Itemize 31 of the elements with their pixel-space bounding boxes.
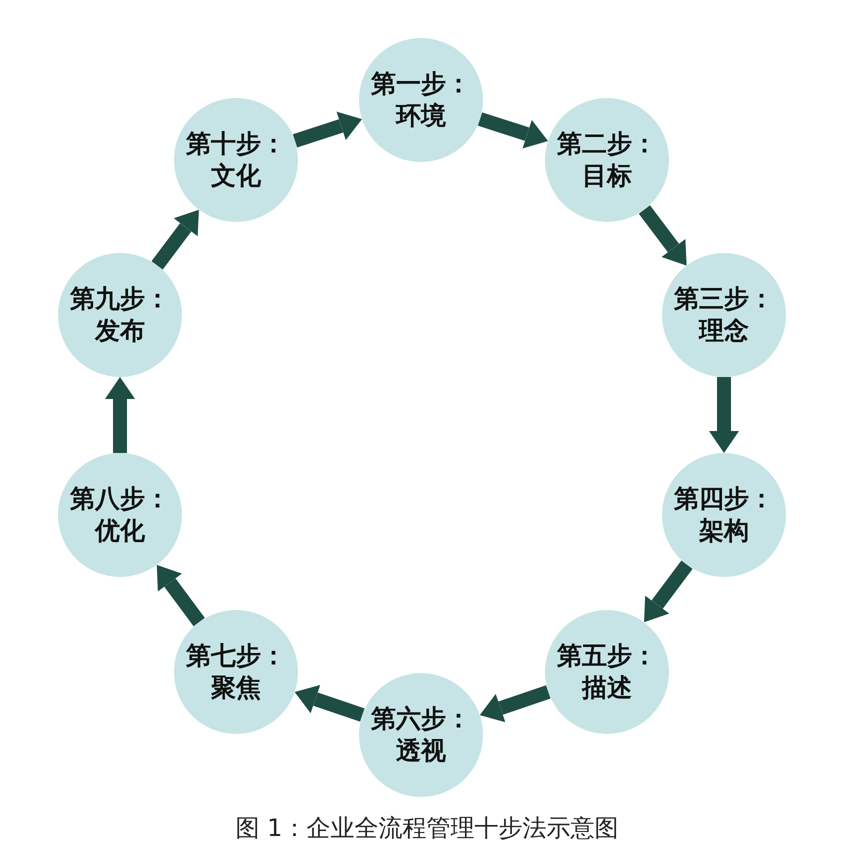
arrow — [478, 112, 548, 148]
step-label: 第一步： — [371, 68, 471, 100]
step-label: 第十步： — [186, 128, 286, 160]
arrow — [644, 560, 693, 622]
step-label: 第九步： — [70, 283, 170, 315]
step-label: 文化 — [211, 160, 261, 192]
step-label: 第五步： — [557, 640, 657, 672]
step-label: 透视 — [396, 735, 446, 767]
step-label: 理念 — [699, 315, 749, 347]
step-label: 聚焦 — [211, 672, 261, 704]
step-label: 优化 — [95, 515, 145, 547]
arrow — [294, 684, 365, 722]
step-label: 第四步： — [674, 483, 774, 515]
step-label: 第六步： — [371, 703, 471, 735]
arrow — [292, 112, 362, 148]
arrow — [638, 205, 687, 266]
arrow — [152, 210, 199, 270]
arrow — [105, 377, 135, 453]
step-label: 第三步： — [674, 283, 774, 315]
step-label: 第七步： — [186, 640, 286, 672]
step-label: 发布 — [95, 315, 145, 347]
arrow — [156, 564, 205, 626]
step-label: 描述 — [582, 672, 632, 704]
step-label: 目标 — [582, 160, 632, 192]
arrow — [709, 377, 739, 453]
step-label: 第二步： — [557, 128, 657, 160]
arrow — [480, 685, 551, 722]
step-label: 环境 — [396, 100, 446, 132]
step-label: 架构 — [699, 515, 749, 547]
step-label: 第八步： — [70, 483, 170, 515]
caption: 图 1：企业全流程管理十步法示意图 — [236, 814, 618, 842]
